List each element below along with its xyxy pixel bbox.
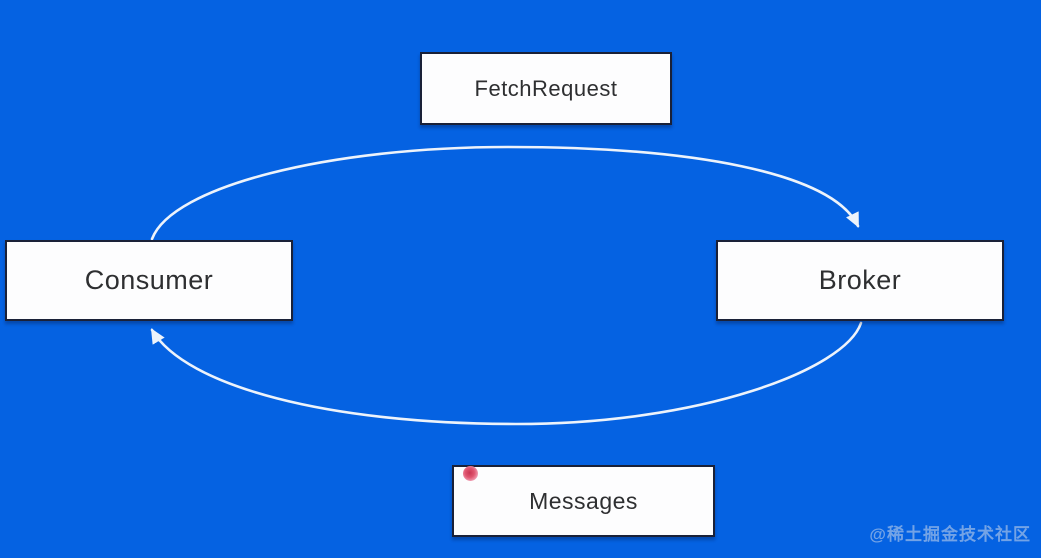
pointer-dot xyxy=(463,466,478,481)
node-fetchrequest-label: FetchRequest xyxy=(474,75,618,101)
edge-consumer-to-broker xyxy=(150,145,860,241)
node-fetchrequest: FetchRequest xyxy=(420,52,672,125)
node-consumer-label: Consumer xyxy=(84,265,214,295)
edge-broker-to-consumer xyxy=(150,321,863,426)
node-messages-label: Messages xyxy=(529,487,638,514)
node-broker-label: Broker xyxy=(818,265,902,295)
node-consumer: Consumer xyxy=(5,240,293,321)
node-broker: Broker xyxy=(716,240,1004,321)
watermark: @稀土掘金技术社区 xyxy=(869,525,1031,544)
node-messages: Messages xyxy=(452,465,715,537)
